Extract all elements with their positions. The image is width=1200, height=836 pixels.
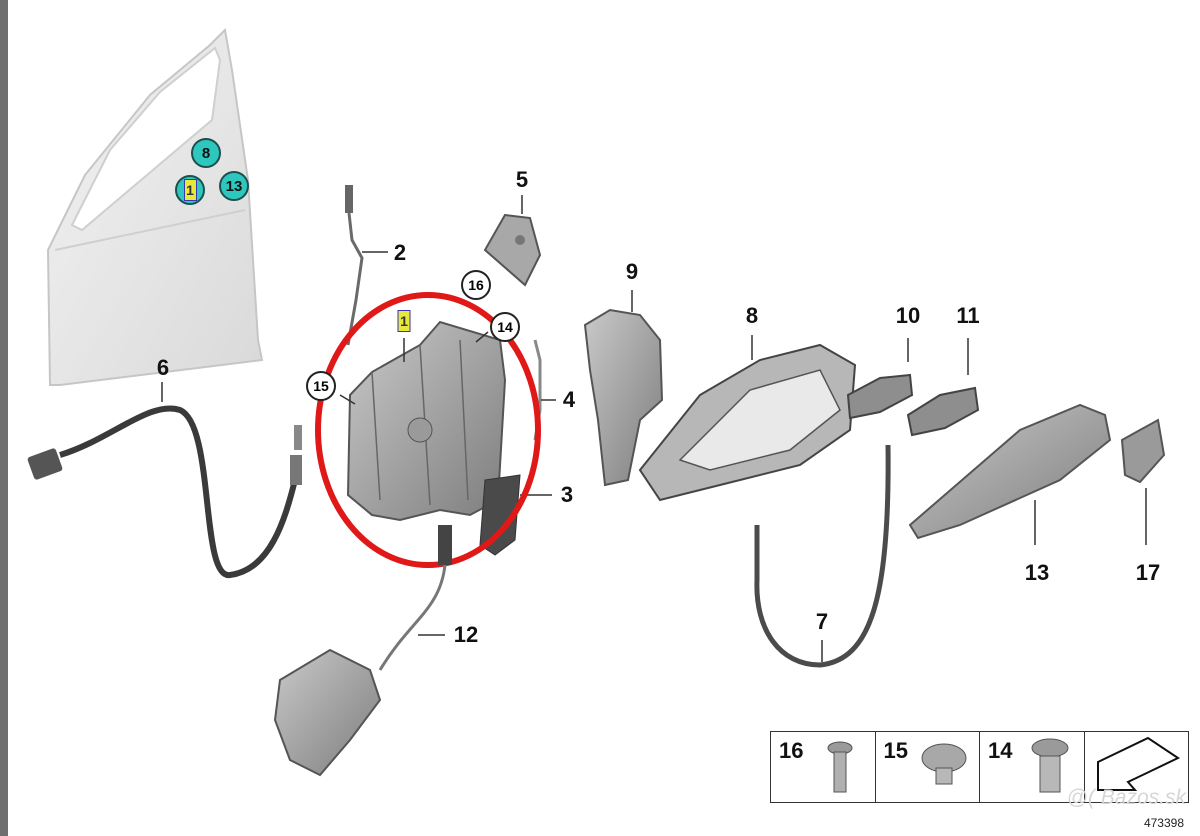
cable-6	[27, 382, 302, 578]
label-6: 6	[156, 355, 170, 380]
label-9: 9	[625, 259, 639, 284]
arrow-down-left-icon	[1097, 736, 1181, 791]
watermark: @( Bazos.sk	[1066, 786, 1186, 809]
hardware-number: 16	[779, 738, 804, 763]
door-handle-13	[908, 403, 1112, 545]
bracket-3	[479, 474, 552, 556]
hardware-cell: 15	[876, 732, 980, 802]
label-7: 7	[815, 609, 829, 634]
hardware-cell: 16	[771, 732, 876, 802]
gasket-10	[846, 338, 914, 420]
rod-2	[345, 185, 388, 346]
label-8: 8	[745, 303, 759, 328]
label-4: 4	[562, 387, 576, 412]
door-marker-8: 8	[191, 138, 221, 168]
highlight-ring	[315, 292, 541, 568]
door-marker-13: 13	[219, 171, 249, 201]
label-2: 2	[393, 240, 407, 265]
callout-14: 14	[490, 312, 520, 342]
frame-edge	[0, 0, 8, 836]
door-lock-actuator-1	[339, 320, 507, 522]
door-marker-1-box: 1	[183, 179, 197, 201]
cable-7	[754, 444, 891, 668]
label-3: 3	[560, 482, 574, 507]
screw-flanged-icon	[1031, 738, 1069, 793]
label-13: 13	[1024, 560, 1050, 585]
hardware-number: 15	[883, 738, 908, 763]
label-12: 12	[453, 622, 479, 647]
door-illustration	[46, 27, 264, 386]
label-5: 5	[515, 167, 529, 192]
screw-small-icon	[827, 741, 853, 793]
hardware-cell: 14	[980, 732, 1085, 802]
callout-16: 16	[461, 270, 491, 300]
label-10: 10	[895, 303, 921, 328]
diagram-reference: 473398	[1143, 816, 1184, 830]
door-marker-1: 1	[175, 175, 205, 205]
hardware-table: 16 15 14	[770, 731, 1189, 803]
cable-12	[273, 525, 452, 777]
hardware-number: 14	[988, 738, 1013, 763]
handle-bracket-9	[583, 290, 664, 487]
label-17: 17	[1135, 560, 1161, 585]
gasket-11	[906, 338, 980, 437]
screw-flathead-icon	[921, 743, 967, 785]
striker-plate-5	[483, 195, 542, 287]
label-11: 11	[956, 303, 980, 328]
handle-carrier-8	[638, 335, 857, 502]
marker-1-yellow: 1	[397, 310, 411, 332]
end-cap-17	[1120, 418, 1166, 545]
callout-15: 15	[306, 371, 336, 401]
